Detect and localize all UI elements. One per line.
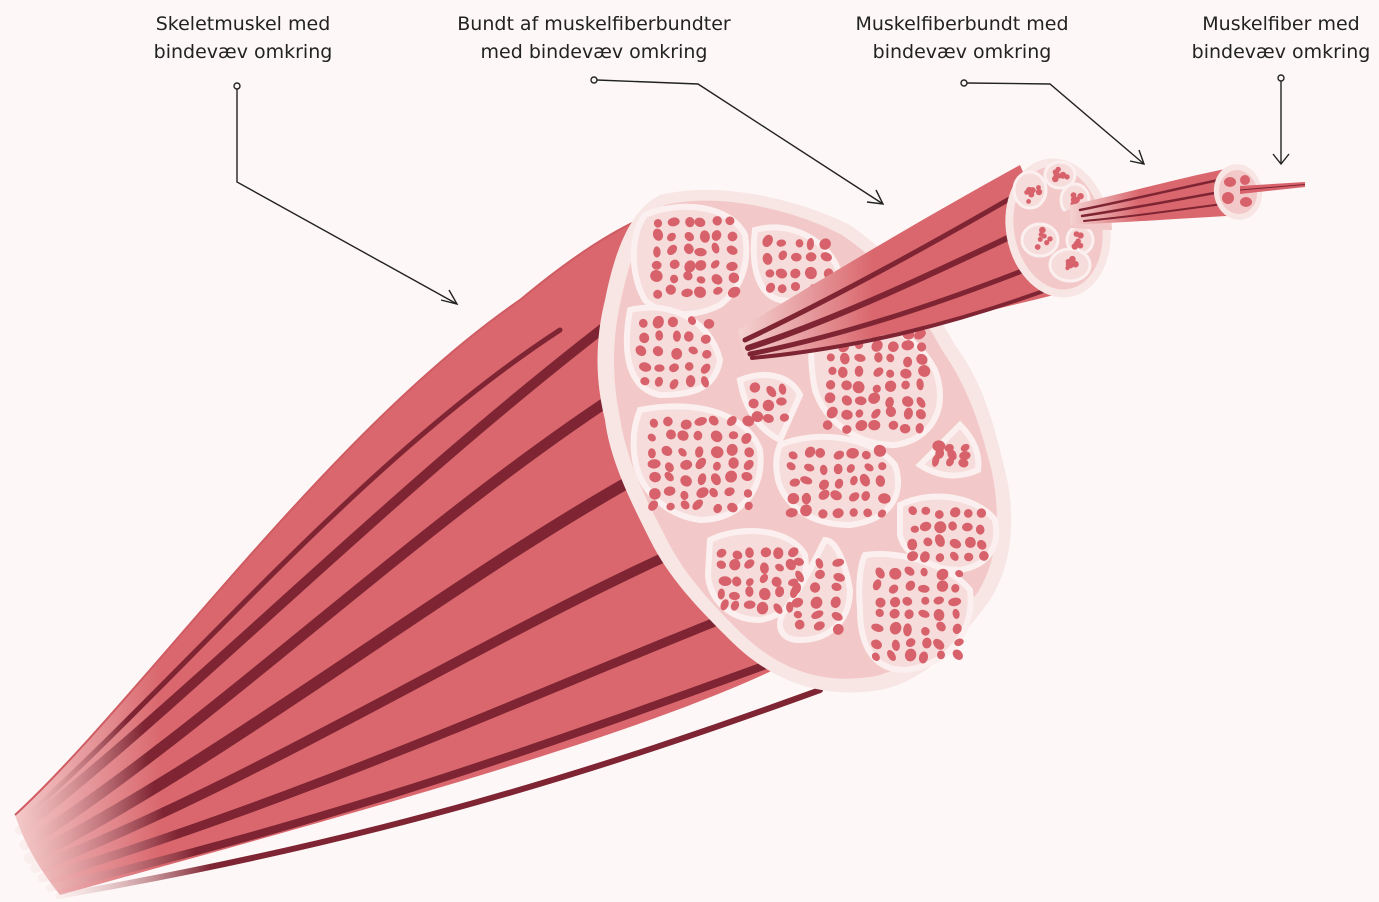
muscle-fiber-blob — [654, 364, 664, 371]
label-skeletal-muscle: Skeletmuskel med bindevæv omkring — [154, 10, 333, 66]
fascicle-fiber-blob — [1072, 243, 1078, 249]
label-fascicle-line2: bindevæv omkring — [855, 38, 1068, 66]
fascicle-fiber-blob — [1069, 256, 1076, 263]
fascicle-fiber-blob — [1071, 192, 1077, 198]
fascicle-fiber-blob — [1036, 189, 1042, 195]
fascicle-fiber-blob — [1024, 190, 1029, 195]
muscle-fiber-blob — [907, 539, 917, 551]
fascicle-fiber-blob — [1076, 238, 1081, 243]
fascicle-fiber-blob — [1038, 237, 1043, 242]
leader-line-bundle — [591, 77, 883, 204]
label-fascicle-line1: Muskelfiberbundt med — [855, 10, 1068, 38]
label-bundle-line1: Bundt af muskelfiberbundter — [457, 10, 730, 38]
fascicle-fiber-blob — [1059, 172, 1066, 179]
fascicle-fiber-blob — [1039, 227, 1046, 234]
leader-line-fiber — [1273, 75, 1289, 164]
label-muscle-fiber: Muskelfiber med bindevæv omkring — [1192, 10, 1371, 66]
leader-line-skeletal-muscle — [234, 83, 457, 304]
muscle-fiber-blob — [937, 651, 945, 660]
muscle-fiber-blob — [868, 420, 880, 430]
label-fiber-line1: Muskelfiber med — [1192, 10, 1371, 38]
label-bundle-line2: med bindevæv omkring — [457, 38, 730, 66]
label-skeletal-muscle-line2: bindevæv omkring — [154, 38, 333, 66]
fascicle-fiber-blob — [1067, 262, 1074, 269]
label-fiber-line2: bindevæv omkring — [1192, 38, 1371, 66]
label-fascicle: Muskelfiberbundt med bindevæv omkring — [855, 10, 1068, 66]
fascicle-fiber-blob — [1053, 171, 1059, 177]
label-skeletal-muscle-line1: Skeletmuskel med — [154, 10, 333, 38]
leader-line-fascicle — [961, 80, 1144, 164]
muscle-fiber-blob — [776, 397, 787, 405]
label-bundle-of-fascicles: Bundt af muskelfiberbundter med bindevæv… — [457, 10, 730, 66]
fascicle-fiber-blob — [1078, 232, 1084, 238]
fascicle-fiber-blob — [1026, 199, 1031, 204]
fascicle-fiber-blob — [1035, 244, 1041, 250]
fascicle-fiber-blob — [1030, 187, 1036, 193]
fascicle-fiber-blob — [1047, 236, 1052, 241]
